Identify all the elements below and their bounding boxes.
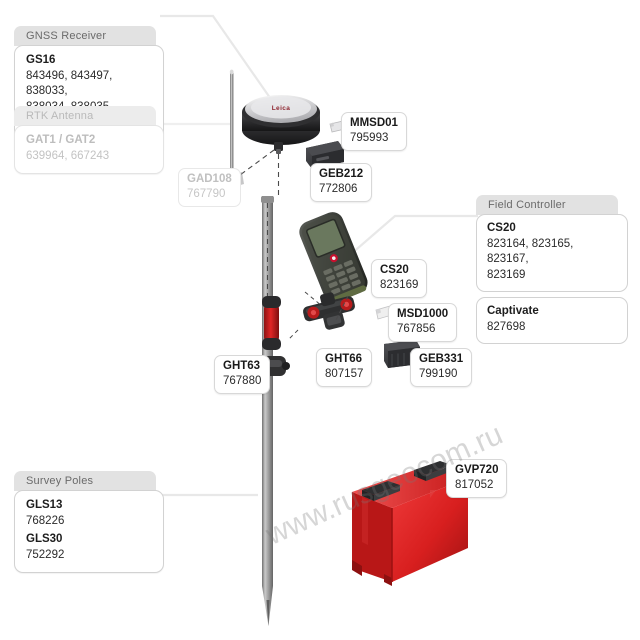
entry-name: GLS13 [26, 499, 63, 511]
callout-msd1000[interactable]: MSD1000 767856 [388, 303, 458, 342]
entry-name: GLS30 [26, 533, 63, 546]
group-field-controller[interactable]: Field Controller CS20 823164, 823165, 82… [476, 195, 628, 345]
callout-name: GVP720 [455, 464, 499, 476]
callout-code: 767880 [223, 374, 262, 387]
group-header-gnss-receiver: GNSS Receiver [14, 26, 156, 46]
callout-code: 799190 [419, 367, 458, 380]
callout-name: GEB331 [419, 353, 464, 365]
entry-name: GS16 [26, 54, 56, 66]
group-header-rtk-antenna: RTK Antenna [14, 106, 156, 126]
group-header-survey-poles: Survey Poles [14, 471, 156, 491]
callout-geb331[interactable]: GEB331 799190 [410, 348, 473, 387]
entry-codes: 827698 [487, 320, 526, 333]
entry-name: GAT1 / GAT2 [26, 134, 96, 146]
entry-codes: 823164, 823165, 823167, 823169 [487, 237, 574, 281]
group-rtk-antenna[interactable]: RTK Antenna GAT1 / GAT2 639964, 667243 [14, 106, 164, 175]
callout-mmsd01[interactable]: MMSD01 795993 [341, 112, 407, 151]
callout-gad108[interactable]: GAD108 767790 [178, 168, 241, 207]
callout-code: 807157 [325, 367, 364, 380]
callout-name: CS20 [380, 264, 409, 276]
entry-codes: 768226 [26, 514, 65, 527]
callout-code: 817052 [455, 478, 494, 491]
callout-cs20[interactable]: CS20 823169 [371, 259, 428, 298]
entry-name: CS20 [487, 222, 516, 234]
group-survey-poles[interactable]: Survey Poles GLS13 768226 GLS30 752292 [14, 471, 164, 574]
entry-gat1-gat2: GAT1 / GAT2 639964, 667243 [26, 133, 152, 164]
callout-code: 767790 [187, 187, 226, 200]
entry-codes: 752292 [26, 548, 65, 561]
callout-name: GHT63 [223, 360, 261, 372]
callout-name: GAD108 [187, 173, 232, 185]
group-body-field-controller: CS20 823164, 823165, 823167, 823169 Capt… [476, 214, 628, 345]
callout-name: GHT66 [325, 353, 363, 365]
callout-geb212[interactable]: GEB212 772806 [310, 163, 373, 202]
callout-name: GEB212 [319, 168, 364, 180]
callout-code: 772806 [319, 182, 358, 195]
entry-cs20: CS20 823164, 823165, 823167, 823169 [476, 214, 628, 293]
callout-ght66[interactable]: GHT66 807157 [316, 348, 373, 387]
group-header-field-controller: Field Controller [476, 195, 618, 215]
callout-name: MSD1000 [397, 308, 449, 320]
entry-codes: 639964, 667243 [26, 149, 110, 162]
callout-gvp720[interactable]: GVP720 817052 [446, 459, 508, 498]
svg-text:Leica: Leica [272, 105, 291, 112]
callout-code: 795993 [350, 131, 389, 144]
callout-code: 823169 [380, 278, 419, 291]
callout-name: MMSD01 [350, 117, 398, 129]
entry-gls30: GLS30 752292 [26, 532, 152, 563]
entry-captivate: Captivate 827698 [476, 297, 628, 345]
group-body-rtk-antenna: GAT1 / GAT2 639964, 667243 [14, 125, 164, 175]
entry-gls13: GLS13 768226 [26, 498, 152, 529]
callout-ght63[interactable]: GHT63 767880 [214, 355, 271, 394]
entry-name: Captivate [487, 305, 539, 318]
callout-code: 767856 [397, 322, 436, 335]
group-body-survey-poles: GLS13 768226 GLS30 752292 [14, 490, 164, 574]
